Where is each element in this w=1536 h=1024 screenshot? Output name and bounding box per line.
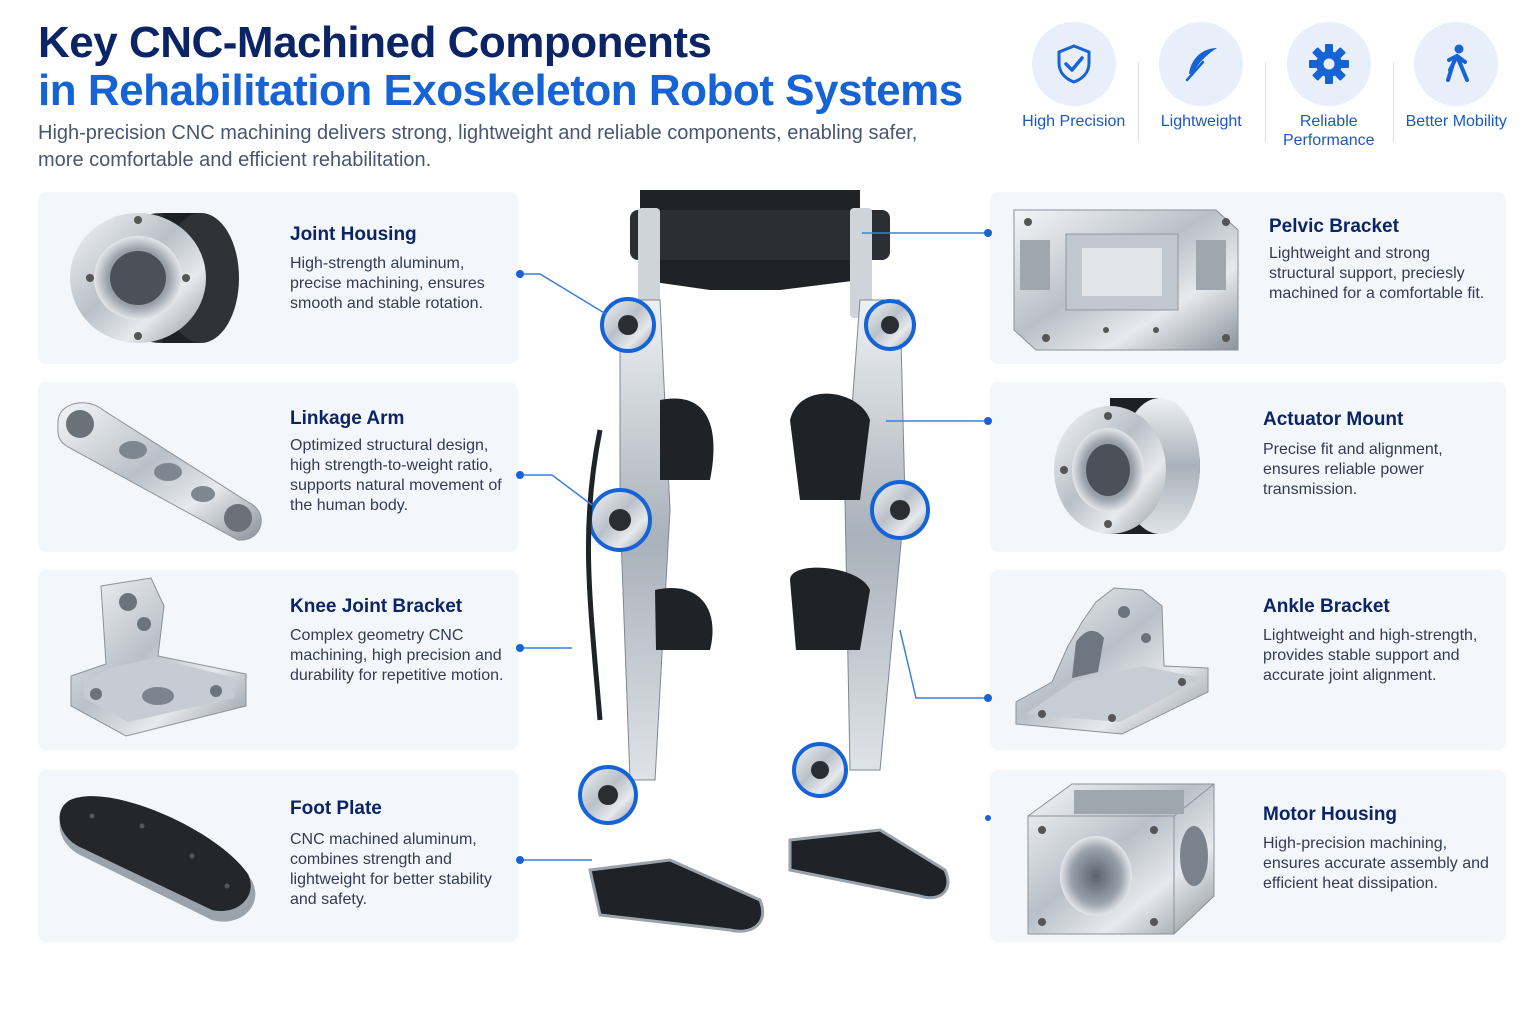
component-title: Linkage Arm: [290, 408, 405, 429]
component-title: Actuator Mount: [1263, 409, 1404, 430]
feature-label: High Precision: [1022, 113, 1126, 130]
feature-badges: High Precision Lightweight Reliable Perf…: [1010, 22, 1520, 152]
cable: [585, 429, 603, 721]
left-shin-cuff: [655, 588, 713, 650]
component-description: Optimized structural design, high streng…: [290, 437, 502, 514]
left-foot-plate: [588, 858, 765, 933]
component-title: Ankle Bracket: [1263, 596, 1390, 617]
component-description: Lightweight and strong structural suppor…: [1269, 245, 1485, 302]
foot-plate-part: [59, 796, 256, 922]
right-foot-plate: [788, 828, 950, 900]
right-hip-joint: [864, 299, 916, 351]
feature-reliable-performance: Reliable Performance: [1265, 22, 1393, 152]
feature-label: Lightweight: [1160, 113, 1242, 130]
component-description: Complex geometry CNC machining, high pre…: [290, 627, 504, 684]
page-title: Key CNC-Machined Components: [38, 18, 712, 67]
linkage-arm-part: [57, 402, 262, 541]
feature-label: Better Mobility: [1405, 113, 1507, 130]
component-description: High-precision machining, ensures accura…: [1263, 835, 1489, 892]
page-subtitle: High-precision CNC machining delivers st…: [38, 122, 918, 171]
component-card-foot-plate: Foot Plate CNC machined aluminum, combin…: [38, 770, 518, 942]
left-ankle-joint: [578, 765, 638, 825]
component-description: CNC machined aluminum, combines strength…: [290, 831, 492, 908]
right-ankle-joint: [792, 742, 848, 798]
right-shin-cuff: [790, 567, 870, 650]
actuator-mount-part: [1054, 398, 1200, 534]
component-title: Knee Joint Bracket: [290, 596, 463, 617]
left-hip-joint: [600, 297, 656, 353]
component-title: Pelvic Bracket: [1269, 216, 1399, 237]
feather-icon: [1159, 22, 1244, 106]
right-thigh-cuff: [790, 393, 870, 500]
gear-icon: [1286, 22, 1371, 106]
component-card-linkage-arm: Linkage Arm Optimized structural design,…: [38, 382, 518, 552]
component-card-knee-joint-bracket: Knee Joint Bracket Complex geometry CNC …: [38, 570, 518, 750]
component-description: High-strength aluminum, precise machinin…: [290, 255, 485, 312]
component-title: Joint Housing: [290, 224, 417, 245]
left-thigh-cuff: [660, 398, 714, 480]
page-title-highlight: in Rehabilitation Exoskeleton Robot Syst…: [38, 66, 963, 115]
component-description: Precise fit and alignment, ensures relia…: [1263, 441, 1443, 498]
right-knee-joint: [870, 480, 930, 540]
component-card-pelvic-bracket: Pelvic Bracket Lightweight and strong st…: [990, 192, 1506, 364]
pelvic-bracket-part: [1013, 209, 1239, 351]
shield-check-icon: [1031, 22, 1116, 106]
component-title: Motor Housing: [1263, 804, 1398, 825]
motor-housing-part: [1027, 783, 1215, 935]
feature-label: Reliable Performance: [1282, 113, 1375, 149]
joint-housing-part: [70, 213, 239, 343]
feature-lightweight: Lightweight: [1137, 22, 1266, 152]
left-knee-joint: [588, 488, 652, 552]
component-card-actuator-mount: Actuator Mount Precise fit and alignment…: [990, 382, 1506, 552]
component-card-ankle-bracket: Ankle Bracket Lightweight and high-stren…: [990, 570, 1506, 750]
component-title: Foot Plate: [290, 798, 382, 819]
walking-person-icon: [1414, 22, 1499, 106]
component-card-joint-housing: Joint Housing High-strength aluminum, pr…: [38, 192, 518, 364]
ankle-bracket-part: [1015, 587, 1209, 735]
hip-strap: [630, 210, 890, 260]
knee-bracket-part: [70, 577, 247, 737]
feature-high-precision: High Precision: [1010, 22, 1138, 152]
exoskeleton-robot-illustration: [578, 190, 950, 933]
component-card-motor-housing: Motor Housing High-precision machining, …: [990, 770, 1506, 942]
feature-better-mobility: Better Mobility: [1392, 22, 1521, 152]
component-description: Lightweight and high-strength, provides …: [1263, 627, 1478, 684]
